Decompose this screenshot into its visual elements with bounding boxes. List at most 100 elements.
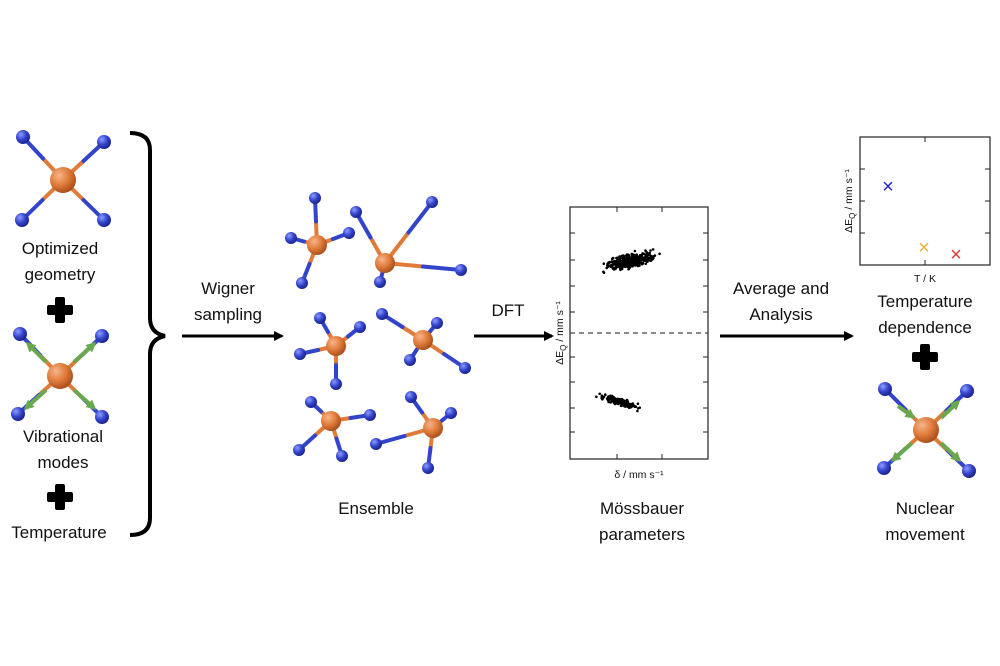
scatter-point	[636, 407, 640, 410]
scatter-point	[627, 254, 631, 257]
label-line: Nuclear	[895, 499, 955, 518]
scatter-point	[636, 402, 640, 406]
scatter-point	[630, 264, 633, 268]
scatter-point	[643, 256, 646, 260]
scatter-point	[645, 251, 648, 255]
ligand-atom	[364, 409, 376, 421]
scatter-point	[627, 257, 630, 261]
scatter-point	[605, 266, 608, 270]
molecule	[11, 327, 109, 424]
scatter-point	[618, 397, 622, 401]
scatter-point	[644, 259, 648, 263]
label-line: Analysis	[749, 305, 813, 324]
scatter-point	[638, 264, 641, 267]
scatter-point	[644, 249, 647, 252]
scatter-point	[642, 252, 645, 256]
vibration-arrow	[939, 399, 961, 420]
ligand-atom	[404, 354, 416, 366]
ligand-atom	[426, 196, 438, 208]
molecule	[285, 192, 355, 289]
scatter-point	[641, 261, 645, 265]
label-line: parameters	[599, 525, 685, 544]
ligand-atom	[370, 438, 382, 450]
scatter-point	[610, 260, 613, 263]
scatter-point	[623, 258, 626, 262]
label-line: movement	[885, 525, 965, 544]
scatter-point	[629, 256, 633, 259]
molecule	[877, 382, 976, 478]
scatter-point	[616, 260, 619, 264]
molecule	[15, 130, 111, 227]
scatter-point	[601, 398, 604, 401]
ligand-atom	[13, 327, 27, 341]
bond-half-ligand	[421, 264, 463, 272]
ligand-atom	[405, 391, 417, 403]
scatter-point	[628, 266, 632, 269]
label-optimized-geometry: Optimized geometry	[0, 236, 120, 288]
center-atom	[47, 363, 73, 389]
scatter-point	[633, 249, 637, 253]
scatter-point	[616, 397, 620, 401]
plus-icon	[47, 484, 73, 510]
label-ensemble: Ensemble	[338, 499, 414, 518]
scatter-point	[618, 257, 622, 261]
molecule	[376, 308, 471, 374]
scatter-point	[625, 257, 628, 260]
temp-x-label: T / K	[914, 273, 936, 285]
scatter-point	[638, 258, 642, 261]
scatter-point	[651, 248, 655, 251]
grouping-bracket	[129, 131, 166, 537]
label-line: Temperature	[877, 292, 973, 311]
center-atom	[423, 418, 443, 438]
ligand-atom	[459, 362, 471, 374]
label-average-analysis: Average and Analysis	[716, 276, 846, 328]
scatter-point	[651, 255, 655, 258]
scatter-point	[614, 263, 617, 267]
scatter-point	[639, 255, 642, 258]
vibration-arrow	[23, 388, 48, 411]
ligand-atom	[95, 329, 109, 343]
scatter-x-label: δ / mm s⁻¹	[614, 469, 664, 481]
label-mossbauer-parameters: Mössbauer parameters	[572, 496, 712, 548]
scatter-point	[635, 262, 639, 266]
scatter-point	[635, 258, 638, 262]
center-atom	[307, 235, 327, 255]
ligand-atom	[336, 450, 348, 462]
scatter-point	[607, 261, 610, 264]
scatter-point	[595, 395, 598, 399]
ligand-atom	[455, 264, 467, 276]
scatter-point	[658, 252, 661, 256]
vibration-arrow	[939, 441, 962, 463]
plus-icon	[47, 297, 73, 323]
ligand-atom	[95, 410, 109, 424]
label-temperature-dependence: Temperature dependence	[855, 289, 995, 341]
scatter-point	[632, 404, 636, 407]
label-line: sampling	[193, 305, 263, 324]
plus-icon	[912, 344, 938, 370]
ligand-atom	[445, 407, 457, 419]
ligand-atom	[97, 135, 111, 149]
vibration-arrow	[72, 341, 97, 364]
scatter-point	[621, 260, 624, 264]
ligand-atom	[314, 312, 326, 324]
ligand-atom	[343, 227, 355, 239]
scatter-point	[612, 267, 615, 271]
scatter-point	[602, 262, 606, 266]
scatter-point	[635, 253, 638, 256]
center-atom	[326, 336, 346, 356]
scatter-point	[628, 405, 631, 409]
vibration-arrow	[25, 341, 48, 364]
temp-y-label: ΔEQ / mm s⁻¹	[843, 169, 857, 233]
ligand-atom	[309, 192, 321, 204]
ligand-atom	[97, 213, 111, 227]
scatter-point	[610, 394, 614, 398]
scatter-point	[644, 254, 648, 258]
scatter-point	[603, 393, 607, 397]
scatter-point	[602, 270, 605, 274]
scatter-point	[613, 396, 616, 400]
mossbauer-scatter-plot: δ / mm s⁻¹ ΔEQ / mm s⁻¹	[554, 206, 709, 481]
ligand-atom	[422, 462, 434, 474]
center-atom	[50, 167, 76, 193]
scatter-y-label: ΔEQ / mm s⁻¹	[554, 301, 568, 365]
